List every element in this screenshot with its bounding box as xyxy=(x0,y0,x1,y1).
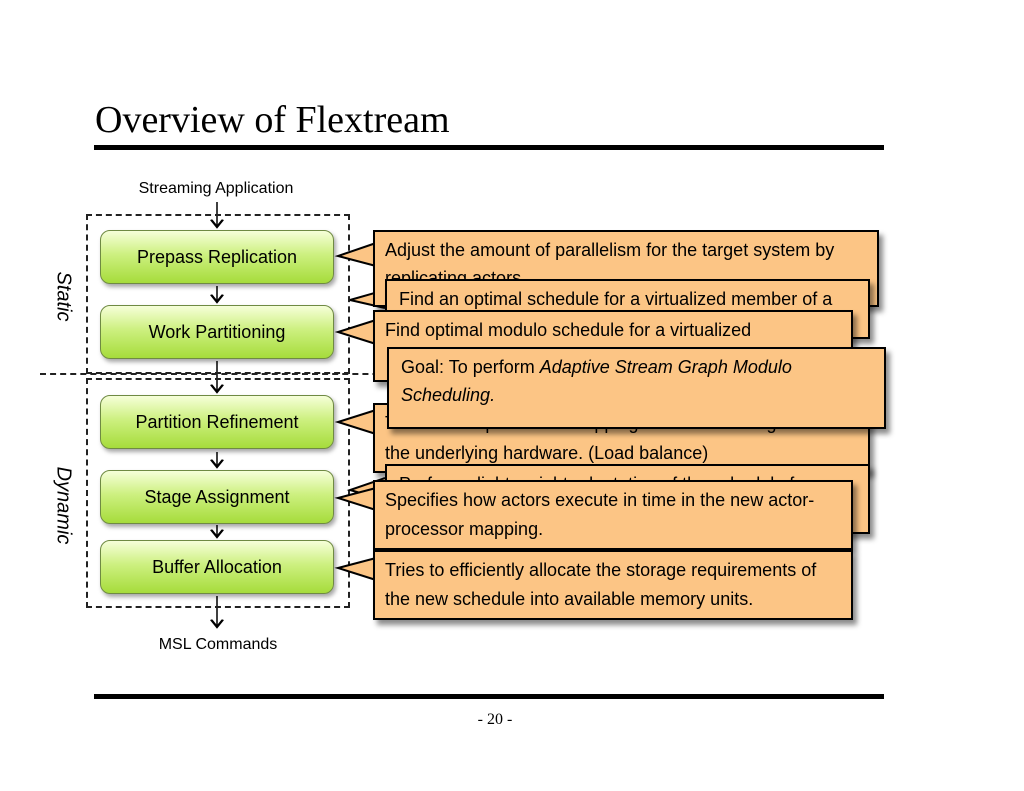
callout-goal: Goal: To perform Adaptive Stream Graph M… xyxy=(387,347,886,429)
page-number: - 20 - xyxy=(477,711,513,728)
callout-stage-text: Specifies how actors execute in time in … xyxy=(385,490,815,539)
stage-work-partitioning: Work Partitioning xyxy=(100,305,334,359)
pointer-prepass xyxy=(334,242,377,267)
callout-work-text: Find optimal modulo schedule for a virtu… xyxy=(385,320,752,340)
input-label: Streaming Application xyxy=(138,180,294,197)
pointer-buffer xyxy=(334,557,377,581)
output-label: MSL Commands xyxy=(158,636,278,653)
stage-partition-refinement: Partition Refinement xyxy=(100,395,334,449)
callout-stage: Specifies how actors execute in time in … xyxy=(373,480,853,550)
top-rule xyxy=(94,145,884,150)
bottom-rule xyxy=(94,694,884,699)
callout-buffer-text: Tries to efficiently allocate the storag… xyxy=(385,560,817,609)
pointer-stage xyxy=(334,487,377,511)
stage-stage-assignment: Stage Assignment xyxy=(100,470,334,524)
callout-goal-emphasis: Adaptive Stream Graph Modulo Scheduling. xyxy=(401,357,792,405)
callout-work-hidden-text: Find an optimal schedule for a virtualiz… xyxy=(399,289,833,309)
callout-goal-prefix: Goal: To perform xyxy=(401,357,540,377)
slide-title: Overview of Flextream xyxy=(95,99,450,141)
callout-buffer: Tries to efficiently allocate the storag… xyxy=(373,550,853,620)
static-dynamic-divider xyxy=(40,373,580,375)
pointer-refinement xyxy=(334,409,377,435)
stage-buffer-allocation: Buffer Allocation xyxy=(100,540,334,594)
stage-prepass-replication: Prepass Replication xyxy=(100,230,334,284)
pointer-work xyxy=(334,319,377,345)
dynamic-region xyxy=(86,378,350,608)
